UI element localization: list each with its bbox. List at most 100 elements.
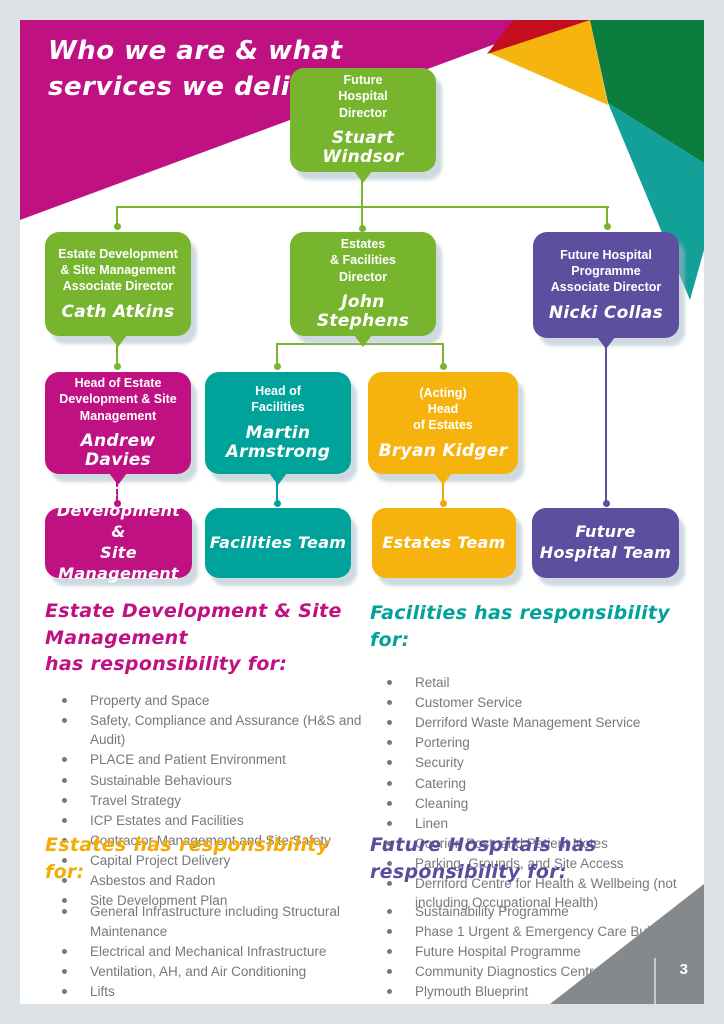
document-page: Who we are & what services we deliver Fu… (20, 20, 704, 1004)
list-item: Property and Space (45, 691, 367, 711)
section-estates: Estates has responsibility for: General … (45, 832, 367, 1004)
role-text: (Acting) Head of Estates (413, 385, 473, 433)
connector-dot (359, 225, 366, 232)
list-item: Asbestos and Radon (45, 871, 367, 891)
list-item: ICP Estates and Facilities (45, 811, 367, 831)
node-tail (434, 473, 452, 485)
list-item: Courier, Post, and Patient Notes (370, 834, 692, 854)
team-label: Facilities Team (209, 532, 347, 552)
org-node-future-hospital-director: Future Hospital Director Stuart Windsor (290, 68, 436, 183)
section-list: Retail Customer Service Derriford Waste … (370, 673, 692, 913)
connector-dot (274, 363, 281, 370)
connector-martin-team (276, 478, 278, 504)
list-item: Cleaning (370, 794, 692, 814)
role-text: Future Hospital Director (338, 73, 388, 120)
org-node-future-hospital-team: Future Hospital Team (532, 508, 679, 578)
list-item: Electrical and Mechanical Infrastructure (45, 942, 367, 962)
name-text: Bryan Kidger (378, 440, 508, 461)
connector-cath-andrew (116, 340, 118, 367)
role-text: Future Hospital Programme Associate Dire… (550, 247, 662, 295)
page-number: 3 (679, 961, 688, 978)
list-item: Derriford Centre for Health & Wellbeing … (370, 874, 692, 913)
name-text: Stuart Windsor (322, 127, 404, 168)
list-item: Phase 1 Urgent & Emergency Care Building (370, 922, 692, 942)
list-item: Capital Project Delivery (45, 851, 367, 871)
connector-drop-nicki (606, 206, 608, 227)
list-item: Site Development Plan (45, 891, 367, 911)
name-text: Nicki Collas (548, 302, 664, 323)
name-text: John Stephens (316, 291, 410, 332)
org-node-head-estate-development: Head of Estate Development & Site Manage… (45, 372, 191, 485)
node-tail (354, 335, 372, 347)
list-item: Portering (370, 733, 692, 753)
org-node-estate-dev-associate-director: Estate Development & Site Management Ass… (45, 232, 191, 347)
org-node-estates-facilities-director: Estates & Facilities Director John Steph… (290, 232, 436, 347)
connector-root-down (361, 176, 363, 208)
page-title: Who we are & what services we deliver (48, 36, 343, 102)
name-text: Martin Armstrong (225, 422, 331, 463)
connector-nicki-team (605, 342, 607, 504)
footer-divider-line (654, 958, 656, 1004)
team-label: Future Hospital Team (539, 522, 672, 562)
connector-dot (114, 223, 121, 230)
connector-dot (274, 500, 281, 507)
connector-andrew-team (116, 478, 118, 504)
connector-dot (440, 363, 447, 370)
role-text: Head of Estate Development & Site Manage… (59, 376, 177, 423)
team-label: Estates Team (382, 532, 506, 552)
name-text: Cath Atkins (61, 301, 175, 322)
section-list: General Infrastructure including Structu… (45, 902, 367, 1004)
node-tail (597, 337, 615, 349)
section-list: Sustainability Programme Phase 1 Urgent … (370, 902, 692, 1004)
org-node-head-estates: (Acting) Head of Estates Bryan Kidger (368, 372, 518, 485)
section-list: Property and Space Safety, Compliance an… (45, 691, 367, 911)
connector-drop-john (361, 206, 363, 230)
list-item: Travel Strategy (45, 791, 367, 811)
connector-dot (603, 500, 610, 507)
section-heading: Facilities has responsibility for: (370, 602, 670, 651)
list-item: Plant and Piped System for Medical Gases (45, 1002, 367, 1004)
name-text: Andrew Davies (80, 430, 156, 471)
section-facilities: Facilities has responsibility for: Retai… (370, 600, 692, 913)
team-label: Estate Development & Site Management Tea… (56, 480, 181, 604)
list-item: Sustainability Programme (370, 902, 692, 922)
connector-drop-bryan (442, 343, 444, 367)
list-item: Retail (370, 673, 692, 693)
org-node-estate-dev-team: Estate Development & Site Management Tea… (45, 481, 192, 604)
org-node-future-hospital-programme-director: Future Hospital Programme Associate Dire… (533, 232, 679, 349)
list-item: Security (370, 753, 692, 773)
role-text: Estates & Facilities Director (330, 237, 396, 284)
node-tail (109, 473, 127, 485)
node-tail (109, 335, 127, 347)
section-heading: Estates has responsibility for: (45, 834, 330, 883)
list-item: Community Diagnostics Centre (370, 962, 692, 982)
list-item: Catering (370, 774, 692, 794)
connector-dot (440, 500, 447, 507)
list-item: Lifts (45, 982, 367, 1002)
list-item: Contractor Management and Site Safety (45, 831, 367, 851)
node-tail (354, 171, 372, 183)
connector-drop-martin (276, 343, 278, 367)
section-future-hospitals: Future Hospitals has responsibility for:… (370, 832, 692, 1004)
org-node-estates-team: Estates Team (372, 508, 516, 578)
connector-dot (114, 363, 121, 370)
connector-drop-cath (116, 206, 118, 227)
section-heading: Future Hospitals has responsibility for: (370, 834, 597, 883)
org-node-facilities-team: Facilities Team (205, 508, 351, 578)
list-item: Parking, Grounds, and Site Access (370, 854, 692, 874)
list-item: General Infrastructure including Structu… (45, 902, 367, 941)
list-item: Customer Service (370, 693, 692, 713)
role-text: Head of Facilities (251, 384, 305, 415)
org-node-head-facilities: Head of Facilities Martin Armstrong (205, 372, 351, 485)
list-item: Future Hospital Programme (370, 942, 692, 962)
list-item: Plymouth Blueprint (370, 982, 692, 1002)
list-item: Ventilation, AH, and Air Conditioning (45, 962, 367, 982)
section-estate-development: Estate Development & Site Management has… (45, 598, 367, 911)
node-tail (269, 473, 287, 485)
role-text: Estate Development & Site Management Ass… (58, 246, 178, 294)
connector-dot (604, 223, 611, 230)
list-item: Linen (370, 814, 692, 834)
list-item: PLACE and Patient Environment (45, 750, 367, 770)
connector-dot (114, 500, 121, 507)
